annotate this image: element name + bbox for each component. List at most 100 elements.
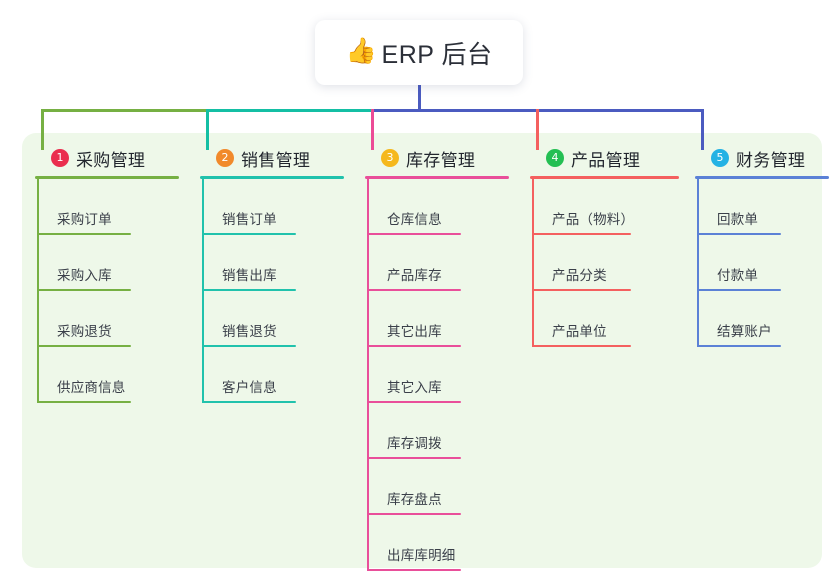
branch-item[interactable]: 采购入库 — [32, 235, 182, 291]
branch-item-label: 采购退货 — [57, 324, 112, 339]
branch-item-rule — [202, 289, 296, 291]
branch-title: 库存管理 — [406, 150, 476, 170]
branch-drop-connector-1 — [40, 109, 44, 150]
branch-item[interactable]: 库存盘点 — [362, 459, 512, 515]
branch-item[interactable]: 销售出库 — [197, 235, 347, 291]
branch-number-badge: 3 — [381, 149, 399, 167]
branch-item-label: 回款单 — [717, 212, 759, 227]
branch-title: 财务管理 — [736, 150, 806, 170]
branch-spine — [697, 179, 699, 347]
branch-header-rule — [530, 176, 679, 179]
branch-item-label: 产品库存 — [387, 268, 442, 283]
branch-item-label: 其它出库 — [387, 324, 442, 339]
branch-item[interactable]: 客户信息 — [197, 347, 347, 403]
branch-item-rule — [697, 345, 781, 347]
branch-item-rule — [532, 289, 631, 291]
branch-item-label: 采购订单 — [57, 212, 112, 227]
branch-number-badge: 5 — [711, 149, 729, 167]
branch-spine — [367, 179, 369, 571]
branch-item[interactable]: 销售退货 — [197, 291, 347, 347]
branch-item-list: 产品（物料） 产品分类产品单位 — [527, 179, 682, 347]
branch-item-rule — [37, 345, 131, 347]
branch-item-label: 销售出库 — [222, 268, 277, 283]
branch-item-label: 销售订单 — [222, 212, 277, 227]
branch-column-4: 4 产品管理产品（物料） 产品分类产品单位 — [527, 146, 682, 347]
branch-item-label: 产品分类 — [552, 268, 607, 283]
branch-item-list: 销售订单销售出库销售退货客户信息 — [197, 179, 347, 403]
branch-item-rule — [202, 401, 296, 403]
branch-item-label: 产品单位 — [552, 324, 607, 339]
branch-item-rule — [367, 457, 461, 459]
branch-item-rule — [37, 233, 131, 235]
branch-title: 销售管理 — [241, 150, 311, 170]
branch-item-rule — [697, 289, 781, 291]
branch-number-badge: 4 — [546, 149, 564, 167]
branch-item-rule — [202, 233, 296, 235]
branch-item-rule — [367, 569, 461, 571]
branch-drop-connector-2 — [205, 109, 209, 150]
branch-header-2[interactable]: 2 销售管理 — [197, 146, 347, 170]
branch-item[interactable]: 其它入库 — [362, 347, 512, 403]
branch-header-4[interactable]: 4 产品管理 — [527, 146, 682, 170]
trunk-segment-2 — [205, 109, 421, 112]
branch-item-list: 回款单付款单结算账户 — [692, 179, 832, 347]
branch-item-rule — [367, 289, 461, 291]
branch-item-label: 销售退货 — [222, 324, 277, 339]
branch-spine — [202, 179, 204, 403]
branch-item-label: 仓库信息 — [387, 212, 442, 227]
branch-item-rule — [202, 345, 296, 347]
branch-item-list: 仓库信息产品库存其它出库其它入库库存调拨库存盘点出库库明细 — [362, 179, 512, 571]
branch-item-rule — [367, 233, 461, 235]
branch-item[interactable]: 销售订单 — [197, 179, 347, 235]
branch-item-rule — [532, 233, 631, 235]
branch-item-label: 出库库明细 — [387, 548, 456, 563]
branch-item-rule — [367, 513, 461, 515]
root-stem-connector — [417, 85, 421, 112]
branch-item-rule — [532, 345, 631, 347]
branch-item-label: 库存调拨 — [387, 436, 442, 451]
branch-header-rule — [35, 176, 179, 179]
branch-item[interactable]: 供应商信息 — [32, 347, 182, 403]
branch-drop-connector-5 — [700, 109, 704, 150]
branch-header-3[interactable]: 3 库存管理 — [362, 146, 512, 170]
branch-column-2: 2 销售管理销售订单销售出库销售退货客户信息 — [197, 146, 347, 403]
root-node-title: ERP 后台 — [381, 40, 493, 69]
branch-item[interactable]: 产品单位 — [527, 291, 682, 347]
branch-item-rule — [697, 233, 781, 235]
branch-header-5[interactable]: 5 财务管理 — [692, 146, 832, 170]
branch-item[interactable]: 结算账户 — [692, 291, 832, 347]
branch-item[interactable]: 其它出库 — [362, 291, 512, 347]
branch-item-label: 结算账户 — [717, 324, 772, 339]
branch-item[interactable]: 采购退货 — [32, 291, 182, 347]
branch-item[interactable]: 出库库明细 — [362, 515, 512, 571]
branch-item[interactable]: 产品库存 — [362, 235, 512, 291]
branch-drop-connector-3 — [370, 109, 374, 150]
diagram-panel-background — [22, 133, 822, 568]
branch-item-rule — [367, 401, 461, 403]
branch-item[interactable]: 产品分类 — [527, 235, 682, 291]
branch-title: 采购管理 — [76, 150, 146, 170]
branch-item-rule — [367, 345, 461, 347]
branch-item-label: 产品（物料） — [552, 212, 635, 227]
branch-drop-connector-4 — [535, 109, 539, 150]
branch-item[interactable]: 付款单 — [692, 235, 832, 291]
branch-title: 产品管理 — [571, 150, 641, 170]
branch-number-badge: 2 — [216, 149, 234, 167]
branch-item-label: 供应商信息 — [57, 380, 126, 395]
branch-item[interactable]: 库存调拨 — [362, 403, 512, 459]
branch-item[interactable]: 采购订单 — [32, 179, 182, 235]
root-node[interactable]: 👍 ERP 后台 — [315, 20, 523, 85]
trunk-segment-1 — [40, 109, 209, 112]
branch-item[interactable]: 仓库信息 — [362, 179, 512, 235]
branch-item-label: 其它入库 — [387, 380, 442, 395]
branch-column-3: 3 库存管理仓库信息产品库存其它出库其它入库库存调拨库存盘点出库库明细 — [362, 146, 512, 571]
branch-item-rule — [37, 289, 131, 291]
branch-item[interactable]: 回款单 — [692, 179, 832, 235]
branch-item-label: 库存盘点 — [387, 492, 442, 507]
branch-item[interactable]: 产品（物料） — [527, 179, 682, 235]
branch-header-rule — [200, 176, 344, 179]
branch-header-rule — [365, 176, 509, 179]
